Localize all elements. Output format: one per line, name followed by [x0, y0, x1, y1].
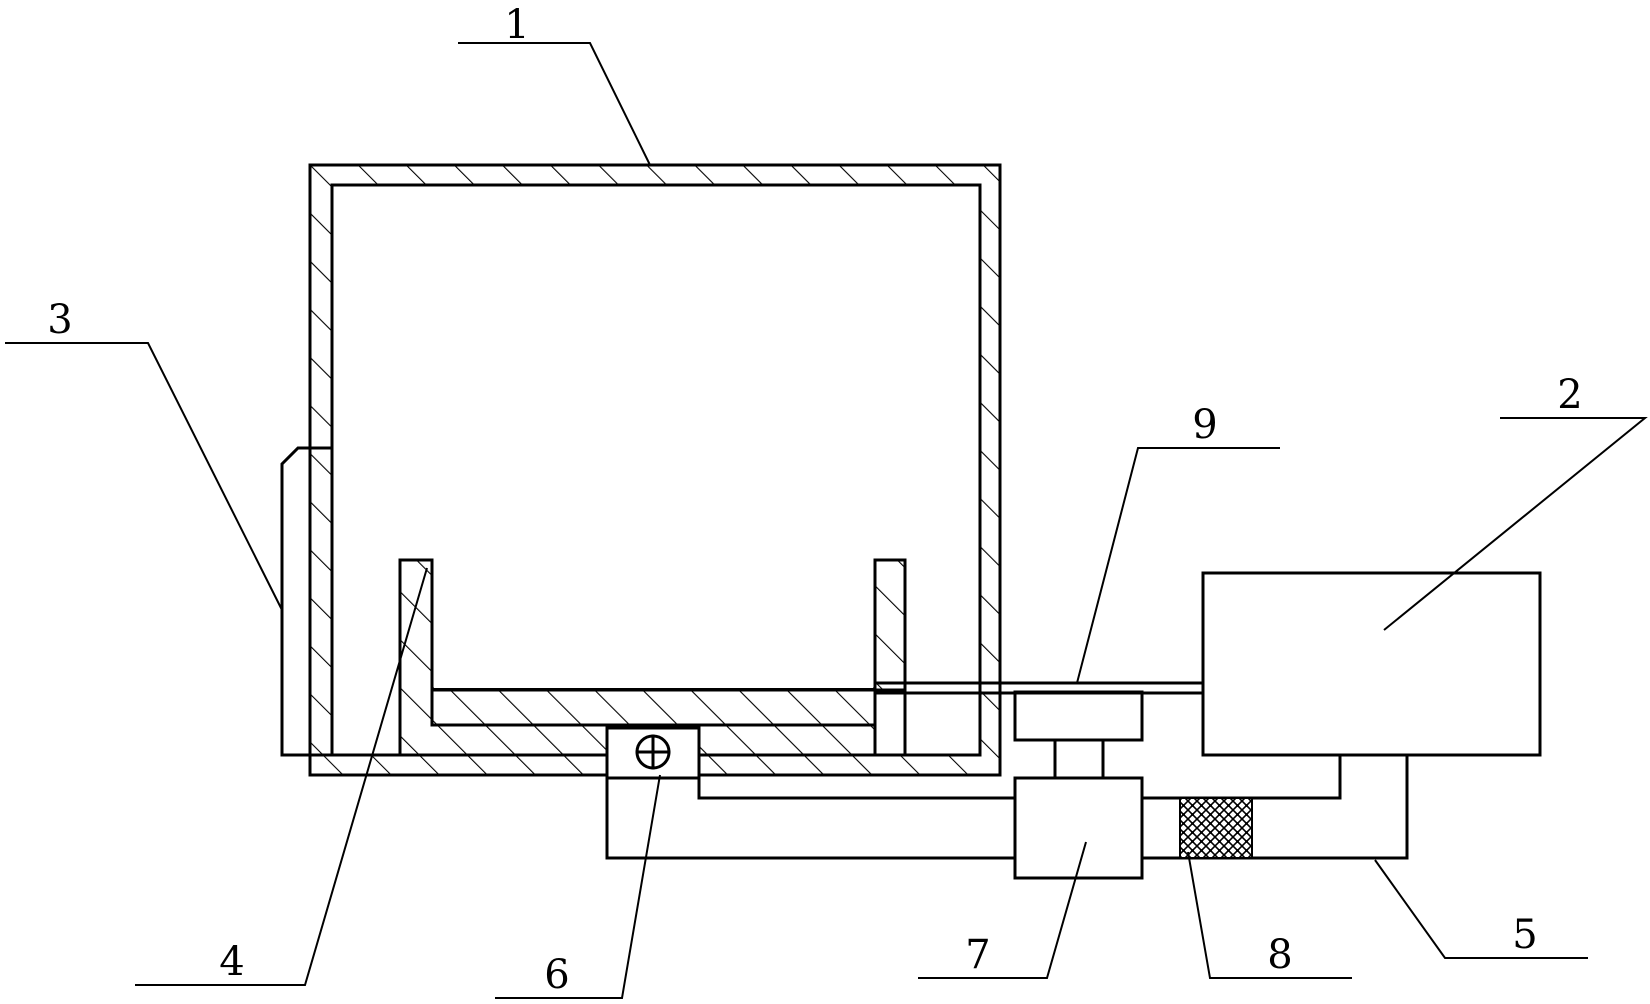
- label-2: 2: [1557, 372, 1582, 418]
- side-box: [280, 446, 334, 757]
- leader-lines: [5, 42, 1648, 999]
- label-4: 4: [219, 939, 244, 985]
- label-1: 1: [504, 2, 529, 48]
- label-9: 9: [1192, 402, 1217, 448]
- label-7: 7: [965, 932, 990, 978]
- tank-wall: [308, 163, 1002, 777]
- label-3: 3: [47, 297, 72, 343]
- device-box: [1201, 571, 1542, 757]
- label-8: 8: [1267, 932, 1292, 978]
- pump: [1013, 690, 1144, 880]
- filter: [1179, 797, 1253, 859]
- valve: [605, 726, 701, 780]
- shaft: [875, 681, 1205, 695]
- label-5: 5: [1512, 912, 1537, 958]
- label-6: 6: [544, 952, 569, 998]
- inner-tray: [398, 558, 907, 757]
